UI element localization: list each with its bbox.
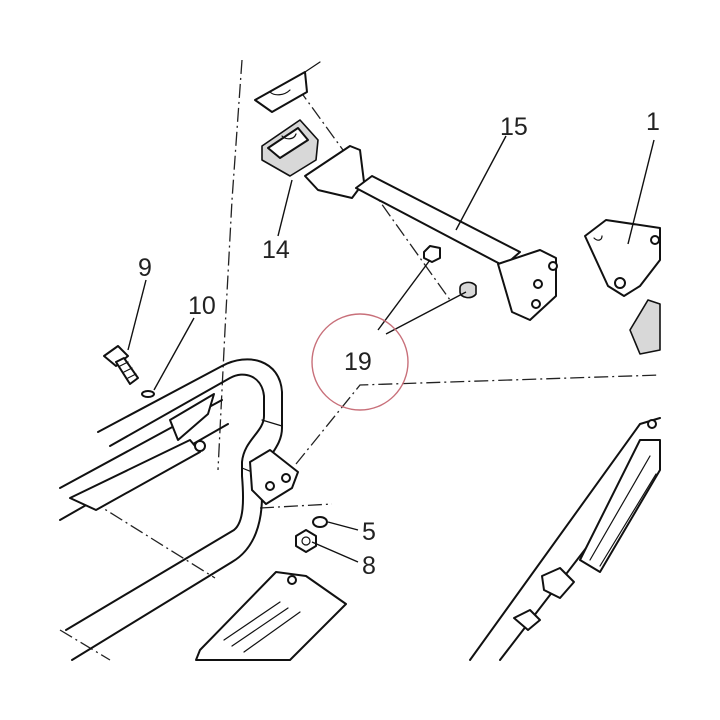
callout-15: 15 [500,113,528,141]
highlight-circle [311,313,409,411]
step-plate [195,571,347,661]
leader-lines [127,135,655,563]
part-1-bracket [584,219,661,355]
part-10-washer [141,390,155,398]
part-9-bolt [103,345,139,385]
callout-8: 8 [362,552,376,580]
callout-9: 9 [138,254,152,282]
left-rail [59,393,229,521]
callout-19: 19 [344,348,372,376]
part-14-rubber-pad [261,119,319,177]
part-8-nut [295,529,317,553]
upper-bracket [254,61,321,113]
frame-rail [469,417,661,661]
callout-1: 1 [646,108,660,136]
part-15-crossbar [304,145,558,321]
mounting-plate [249,449,299,505]
callout-10: 10 [188,292,216,320]
part-5-washer [312,516,328,528]
callout-14: 14 [262,236,290,264]
part-19-nuts [423,245,477,299]
callout-5: 5 [362,518,376,546]
